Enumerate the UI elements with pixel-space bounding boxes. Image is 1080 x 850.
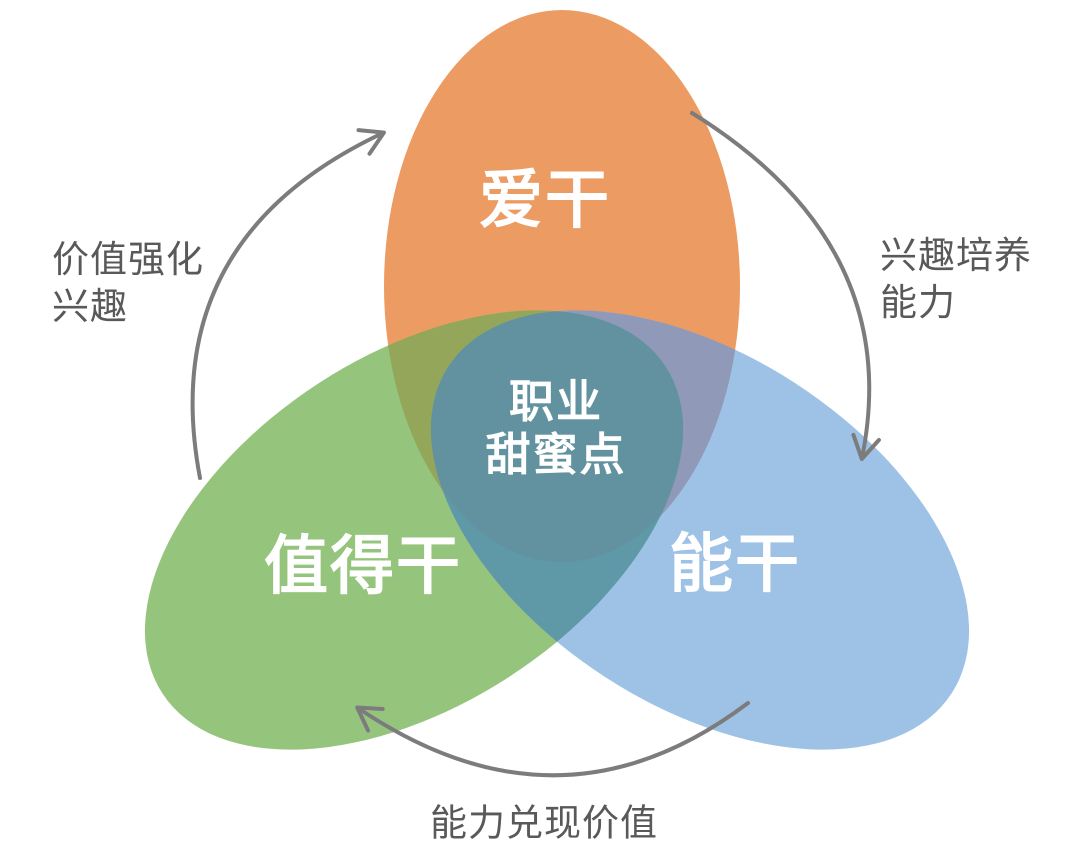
arrow-worth-to-love [190, 128, 386, 480]
arrow-love-to-able [690, 111, 881, 461]
arrow-able-to-worth [355, 701, 750, 778]
